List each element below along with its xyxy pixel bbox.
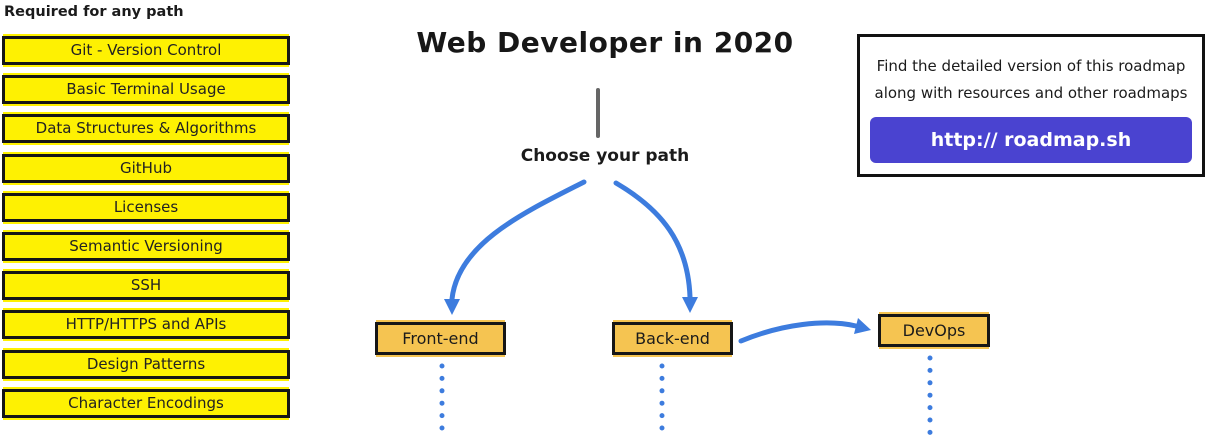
info-line-2: along with resources and other roadmaps: [874, 84, 1188, 102]
required-topics-list: Git - Version Control Basic Terminal Usa…: [2, 36, 290, 418]
path-box-devops[interactable]: DevOps: [878, 314, 990, 347]
choose-your-path-label: Choose your path: [520, 146, 690, 166]
arrow-to-frontend: [449, 179, 587, 302]
info-line-1: Find the detailed version of this roadma…: [876, 57, 1186, 75]
arrow-to-devops: [738, 320, 859, 344]
required-topic-http[interactable]: HTTP/HTTPS and APIs: [2, 310, 290, 340]
required-topic-ssh[interactable]: SSH: [2, 271, 290, 301]
required-topic-git[interactable]: Git - Version Control: [2, 36, 290, 65]
path-box-frontend[interactable]: Front-end: [375, 322, 506, 355]
arrowhead-frontend-icon: [444, 299, 460, 315]
roadmap-url-button[interactable]: http:// roadmap.sh: [870, 117, 1192, 163]
required-topic-semver[interactable]: Semantic Versioning: [2, 231, 290, 261]
path-box-backend[interactable]: Back-end: [612, 322, 733, 355]
required-topic-design-patterns[interactable]: Design Patterns: [2, 349, 290, 379]
stem-line: [596, 88, 600, 138]
required-section-header: Required for any path: [4, 4, 184, 20]
arrow-to-backend: [613, 180, 693, 300]
arrowhead-devops-icon: [854, 318, 871, 334]
required-topic-encodings[interactable]: Character Encodings: [2, 388, 290, 418]
page-title: Web Developer in 2020: [416, 26, 794, 59]
info-box: Find the detailed version of this roadma…: [857, 34, 1205, 177]
arrowhead-backend-icon: [682, 297, 698, 313]
required-topic-terminal[interactable]: Basic Terminal Usage: [2, 75, 290, 105]
required-topic-licenses[interactable]: Licenses: [2, 192, 290, 222]
required-topic-dsa[interactable]: Data Structures & Algorithms: [2, 114, 290, 144]
required-topic-github[interactable]: GitHub: [2, 153, 290, 183]
